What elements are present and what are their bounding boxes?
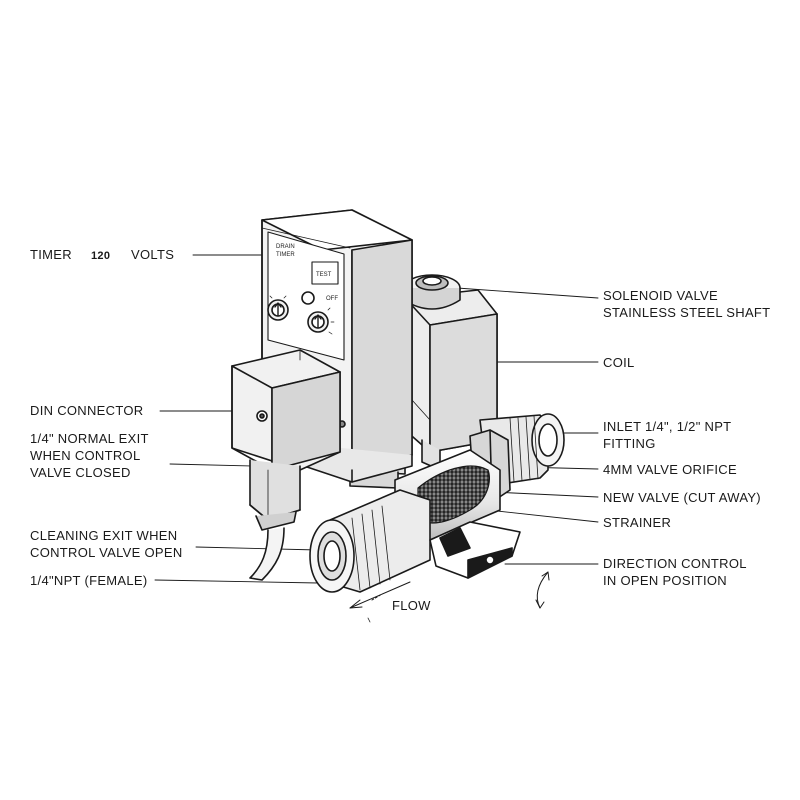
- din-connector-label: DIN CONNECTOR: [30, 403, 144, 418]
- timer-title-line2: TIMER: [276, 252, 295, 258]
- timer-title-line1: DRAIN: [276, 244, 295, 250]
- normal-exit-label: 1/4" NORMAL EXIT WHEN CONTROL VALVE CLOS…: [30, 431, 149, 480]
- solenoid-valve-label: SOLENOID VALVE STAINLESS STEEL SHAFT: [603, 288, 771, 320]
- din-connector: [231, 349, 341, 471]
- outlet-pipe: [309, 489, 431, 593]
- cleaning-exit-label: CLEANING EXIT WHEN CONTROL VALVE OPEN: [30, 528, 183, 560]
- flow-label: FLOW: [392, 598, 431, 613]
- timer-voltage-value: 120: [91, 250, 111, 262]
- coil-label: COIL: [603, 355, 635, 370]
- rotation-arrow: [535, 571, 550, 609]
- valve-orifice-label: 4MM VALVE ORIFICE: [603, 462, 737, 477]
- new-valve-label: NEW VALVE (CUT AWAY): [603, 490, 761, 505]
- solenoid-coil: [404, 289, 498, 471]
- flow-arrow: [349, 581, 411, 623]
- npt-female-label: 1/4"NPT (FEMALE): [30, 573, 148, 588]
- volts-label: VOLTS: [131, 247, 175, 262]
- strainer-label: STRAINER: [603, 515, 672, 530]
- direction-control-lever: [429, 521, 521, 579]
- timer-label: TIMER: [30, 247, 72, 262]
- direction-control-label: DIRECTION CONTROL IN OPEN POSITION: [603, 556, 747, 588]
- test-button-label: TEST: [316, 272, 332, 278]
- inlet-label: INLET 1/4", 1/2" NPT FITTING: [603, 419, 732, 451]
- timer-off-label: OFF: [326, 296, 338, 302]
- din-cable: [249, 459, 301, 581]
